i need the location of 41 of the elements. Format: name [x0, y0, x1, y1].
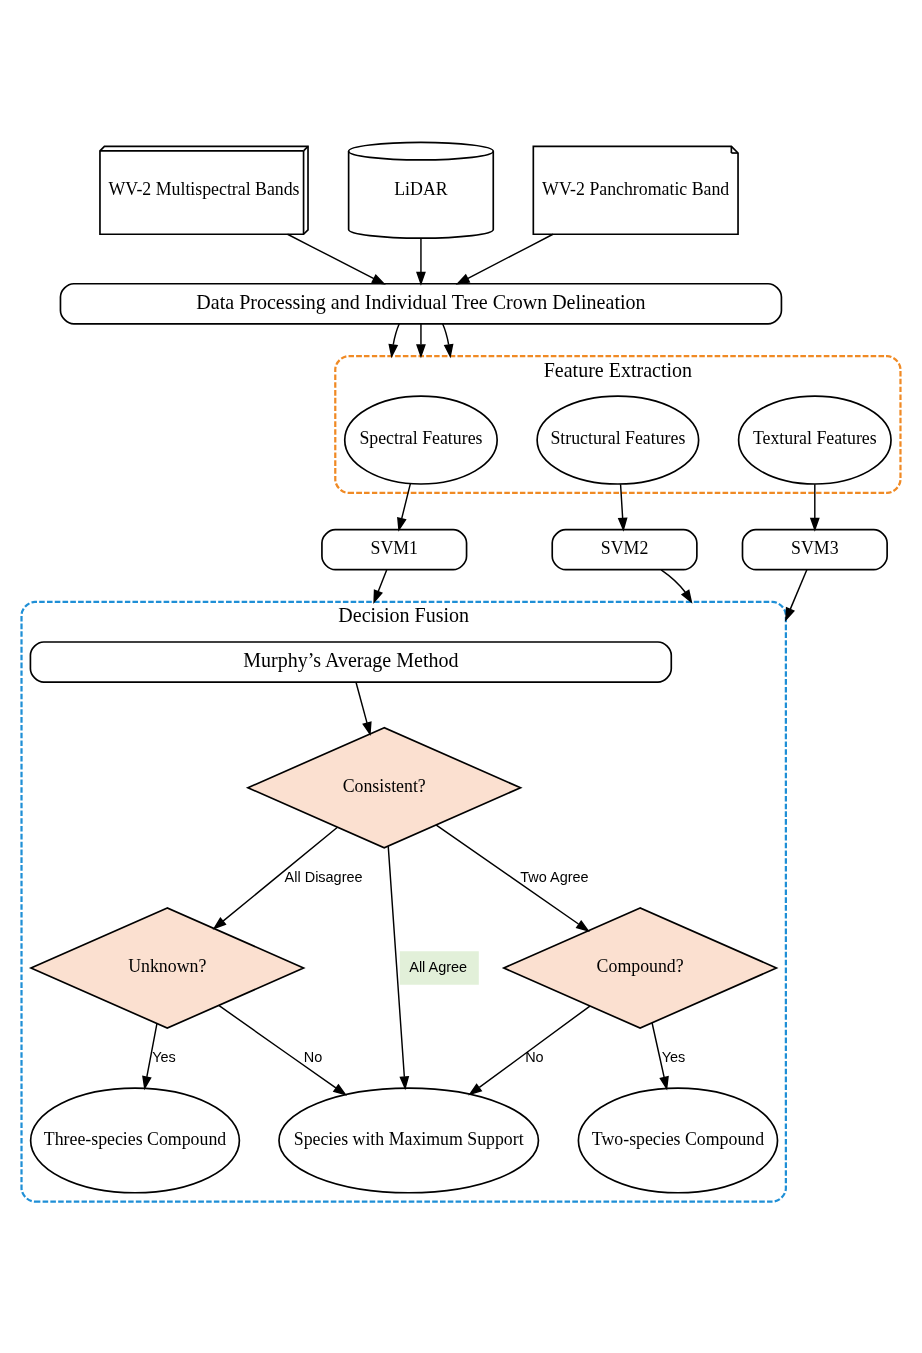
node-diamond: Unknown?	[28, 907, 306, 1029]
node-diamond: Compound?	[501, 907, 779, 1029]
arrow	[388, 323, 400, 359]
arrow	[785, 569, 808, 622]
arrow	[355, 681, 372, 737]
arrow	[468, 1005, 591, 1096]
edge-label: Yes	[152, 1048, 176, 1065]
arrow	[142, 1023, 158, 1091]
node-box: Murphy’s Average Method	[29, 641, 673, 683]
edge-label: No	[303, 1048, 323, 1065]
arrow	[212, 826, 338, 930]
node-ellipse: Textural Features	[737, 395, 892, 485]
node-box: Data Processing and Individual Tree Crown Delineation	[59, 282, 783, 325]
arrow	[218, 1004, 348, 1096]
arrow	[373, 569, 388, 604]
node-box: SVM2	[551, 528, 698, 571]
arrow	[651, 1022, 669, 1091]
node-box: SVM3	[741, 528, 888, 571]
arrow	[660, 569, 693, 604]
arrow	[416, 323, 426, 359]
edge-label: Two Agree	[520, 868, 589, 885]
arrow	[387, 845, 410, 1091]
arrow	[809, 483, 820, 532]
arrow	[441, 323, 454, 359]
arrow	[286, 233, 386, 285]
node-ellipse: Two-species Compound	[577, 1087, 779, 1194]
edge-label: Yes	[661, 1048, 686, 1065]
node-diamond: Consistent?	[245, 726, 523, 849]
node-box: SVM1	[321, 528, 468, 571]
arrow	[617, 483, 628, 532]
node-ellipse: Spectral Features	[343, 395, 498, 485]
arrow	[455, 233, 554, 285]
arrow	[435, 824, 590, 932]
arrow	[397, 482, 412, 532]
arrow	[416, 237, 426, 286]
edge-label: All Agree	[409, 958, 468, 975]
node-ellipse: Structural Features	[536, 395, 700, 485]
node-ellipse: Species with Maximum Support	[278, 1087, 540, 1194]
edge-label: All Disagree	[284, 868, 363, 885]
edge-label: No	[525, 1048, 544, 1065]
node-ellipse: Three-species Compound	[29, 1087, 241, 1194]
